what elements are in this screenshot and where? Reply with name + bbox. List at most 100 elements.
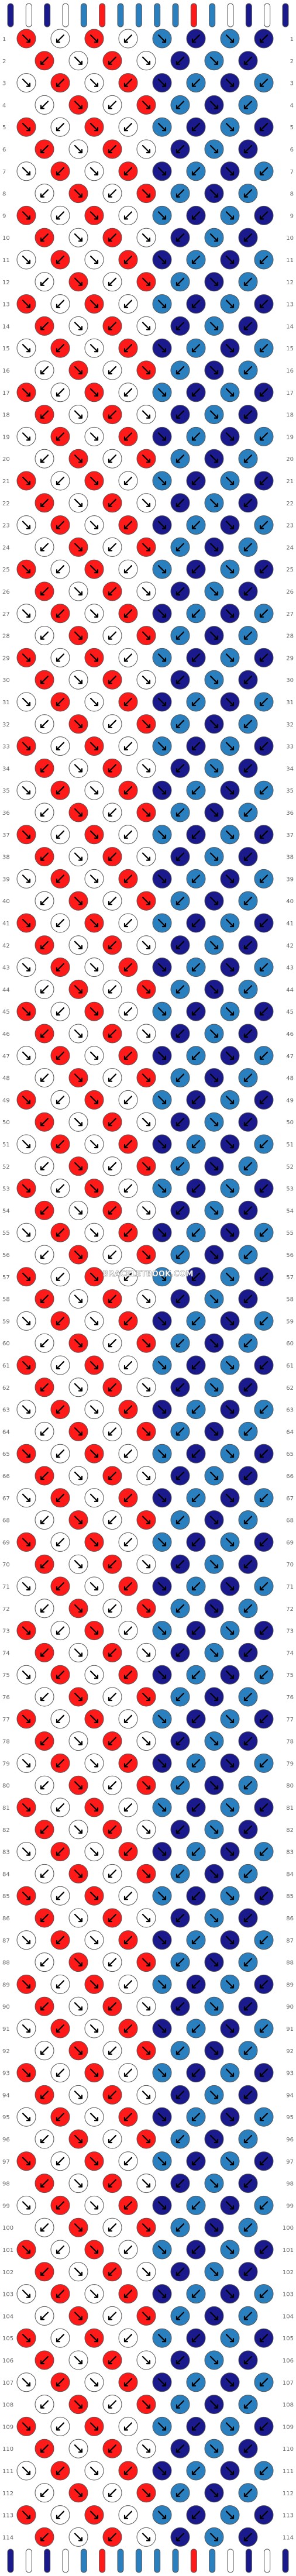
knot-arrow xyxy=(108,454,117,463)
knot-arrow xyxy=(142,808,151,817)
knot-arrow xyxy=(74,1560,83,1569)
knot-arrow xyxy=(259,653,269,662)
row-label-right: 8 xyxy=(290,191,294,198)
row-label-left: 46 xyxy=(2,1031,10,1038)
knot-arrow xyxy=(123,167,133,175)
knot-arrow xyxy=(243,719,253,728)
knot-arrow xyxy=(175,1029,185,1038)
knot-arrow xyxy=(209,1781,219,1790)
knot-arrow xyxy=(22,123,31,132)
row-label-left: 80 xyxy=(2,1783,10,1789)
knot-arrow xyxy=(56,34,65,43)
row-label-left: 14 xyxy=(2,323,10,330)
knot-arrow xyxy=(56,521,65,529)
knot-arrow xyxy=(74,1294,83,1303)
knot-arrow xyxy=(108,2223,117,2232)
knot-arrow xyxy=(243,144,253,154)
knot-arrow xyxy=(209,2488,219,2497)
knot-arrow xyxy=(40,1737,49,1745)
knot-arrow xyxy=(225,2378,235,2386)
row-label-right: 114 xyxy=(283,2534,294,2541)
knot-arrow xyxy=(175,101,185,109)
string-top xyxy=(135,3,142,27)
knot-arrow xyxy=(22,697,31,707)
knot-arrow xyxy=(243,1869,253,1878)
row-label-right: 29 xyxy=(286,655,294,662)
knot-arrow xyxy=(108,2002,117,2011)
knot-arrow xyxy=(123,521,133,529)
row-label-left: 68 xyxy=(2,1518,10,1524)
knot-arrow xyxy=(123,1493,133,1502)
row-label-left: 16 xyxy=(2,368,10,374)
knot-arrow xyxy=(90,2334,99,2343)
knot-arrow xyxy=(56,1317,65,1325)
row-label-right: 34 xyxy=(286,766,294,772)
knot-arrow xyxy=(142,2179,151,2188)
row-label-left: 95 xyxy=(2,2114,10,2121)
row-label-right: 9 xyxy=(290,213,294,219)
knot-arrow xyxy=(108,1029,117,1038)
knot-arrow xyxy=(142,852,151,861)
knot-arrow xyxy=(175,454,185,463)
knot-arrow xyxy=(243,1118,253,1127)
knot-arrow xyxy=(56,78,65,87)
knot-arrow xyxy=(40,1073,49,1082)
knot-arrow xyxy=(175,1781,185,1790)
knot-arrow xyxy=(56,1847,65,1856)
knot-arrow xyxy=(259,742,269,750)
knot-arrow xyxy=(90,742,99,750)
string-bottom xyxy=(264,2549,271,2573)
knot-arrow xyxy=(142,189,151,198)
knot-arrow xyxy=(157,78,167,87)
row-label-right: 85 xyxy=(286,1893,294,1900)
knot-arrow xyxy=(209,764,219,773)
knot-arrow xyxy=(175,1825,185,1834)
knot-arrow xyxy=(108,1118,117,1127)
knot-arrow xyxy=(175,1073,185,1082)
knot-arrow xyxy=(22,34,31,43)
knot-arrow xyxy=(243,277,253,286)
knot-arrow xyxy=(142,1339,151,1348)
knot-arrow xyxy=(243,2267,253,2276)
string-bottom xyxy=(80,2549,87,2573)
row-label-left: 9 xyxy=(2,213,6,219)
knot-arrow xyxy=(108,2091,117,2099)
knot-arrow xyxy=(90,1936,99,1944)
row-label-left: 1 xyxy=(2,36,6,43)
knot-arrow xyxy=(191,1096,201,1104)
row-label-left: 57 xyxy=(2,1275,10,1281)
knot-arrow xyxy=(22,2024,31,2033)
knot-arrow xyxy=(22,786,31,795)
knot-arrow xyxy=(157,1449,167,1458)
knot-arrow xyxy=(90,1759,99,1768)
row-label-right: 6 xyxy=(290,147,294,153)
row-label-left: 87 xyxy=(2,1938,10,1944)
row-label-right: 17 xyxy=(286,390,294,397)
row-label-left: 7 xyxy=(2,169,6,175)
knot-arrow xyxy=(108,366,117,375)
knot-arrow xyxy=(175,1118,185,1127)
knot-arrow xyxy=(108,2312,117,2320)
knot-arrow xyxy=(90,1317,99,1325)
knot-arrow xyxy=(142,1825,151,1834)
knot-arrow xyxy=(243,1339,253,1348)
row-label-left: 104 xyxy=(2,2313,13,2320)
knot-arrow xyxy=(22,1671,31,1679)
knot-arrow xyxy=(56,167,65,175)
knot-arrow xyxy=(74,2355,83,2365)
knot-arrow xyxy=(56,653,65,662)
knot-arrow xyxy=(56,388,65,397)
knot-arrow xyxy=(259,2466,269,2475)
row-label-right: 53 xyxy=(286,1186,294,1193)
row-label-right: 25 xyxy=(286,567,294,573)
knot-arrow xyxy=(142,233,151,242)
knot-arrow xyxy=(142,1648,151,1657)
knot-arrow xyxy=(191,1892,201,1900)
row-label-left: 52 xyxy=(2,1164,10,1170)
row-label-right: 108 xyxy=(283,2402,294,2409)
string-top xyxy=(7,3,14,27)
knot-arrow xyxy=(243,322,253,330)
knot-arrow xyxy=(209,2091,219,2099)
knot-arrow xyxy=(175,2046,185,2055)
row-label-right: 12 xyxy=(286,280,294,286)
